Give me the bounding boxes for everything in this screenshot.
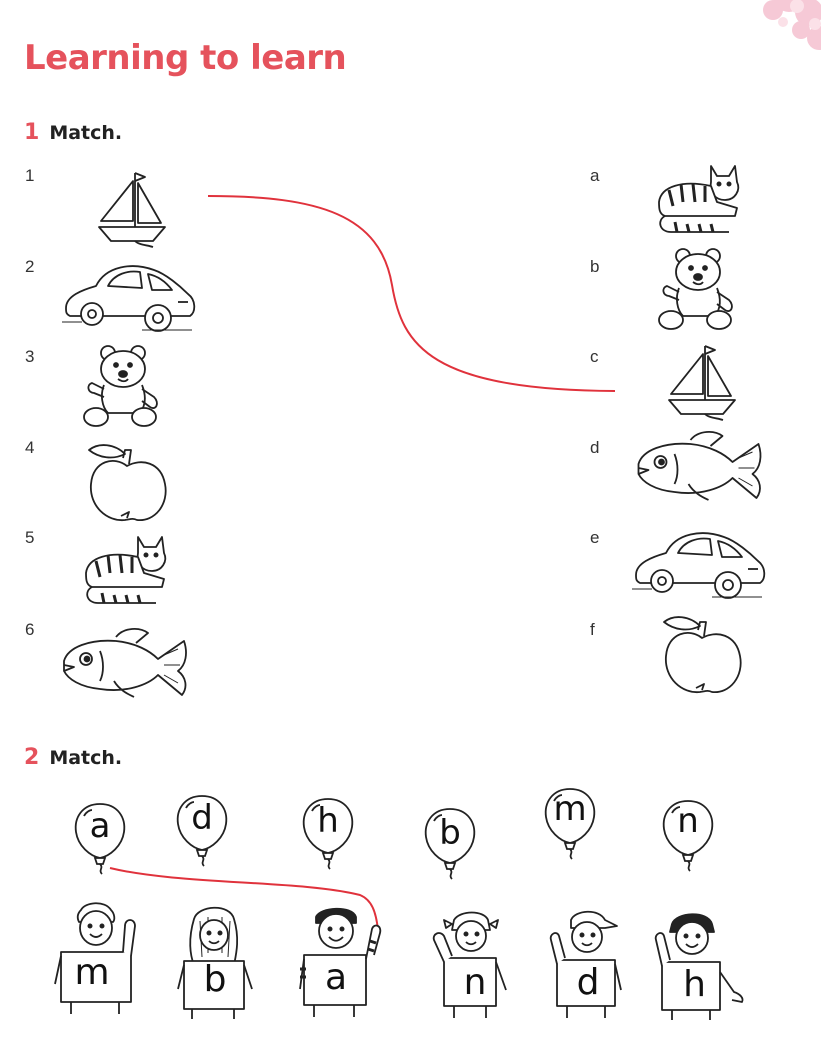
- fish-icon[interactable]: [632, 428, 767, 503]
- child-shirt-letter: m: [74, 952, 110, 993]
- left-item-number-4: 4: [25, 438, 35, 457]
- right-item-letter-b: b: [590, 257, 600, 276]
- boat-icon[interactable]: [95, 165, 170, 250]
- left-item-number-3: 3: [25, 347, 35, 366]
- right-item-letter-a: a: [590, 166, 600, 185]
- balloon-letter: n: [677, 801, 699, 841]
- exercise-2-heading: 2 Match.: [24, 745, 122, 770]
- right-item-letter-e: e: [590, 528, 600, 547]
- left-item-number-1: 1: [25, 166, 35, 185]
- child-m[interactable]: m: [54, 900, 145, 1015]
- balloon-letter: d: [191, 798, 213, 838]
- apple-icon[interactable]: [660, 612, 745, 697]
- boat-icon[interactable]: [665, 338, 740, 423]
- child-shirt-letter: b: [203, 959, 227, 1000]
- exercise-2-number: 2: [24, 745, 40, 770]
- balloon-d[interactable]: d: [172, 792, 232, 867]
- left-item-number-6: 6: [25, 620, 35, 639]
- cat-icon[interactable]: [655, 162, 745, 242]
- exercise-2-instruction: Match.: [49, 747, 123, 769]
- child-shirt-letter: d: [576, 962, 600, 1003]
- exercise-1-heading: 1 Match.: [24, 120, 122, 145]
- teddy-bear-icon[interactable]: [80, 345, 165, 430]
- child-shirt-letter: a: [324, 957, 348, 998]
- right-item-letter-f: f: [590, 620, 595, 639]
- fish-icon[interactable]: [60, 625, 190, 700]
- left-item-number-2: 2: [25, 257, 35, 276]
- child-shirt-letter: n: [463, 962, 487, 1003]
- apple-icon[interactable]: [85, 440, 170, 525]
- balloon-letter: h: [317, 801, 339, 841]
- right-item-letter-c: c: [590, 347, 599, 366]
- car-icon[interactable]: [62, 258, 197, 333]
- balloon-letter: b: [439, 813, 461, 853]
- exercise-1-instruction: Match.: [49, 122, 123, 144]
- child-shirt-letter: h: [683, 964, 706, 1005]
- left-item-number-5: 5: [25, 528, 35, 547]
- balloon-n[interactable]: n: [658, 797, 718, 872]
- cat-icon[interactable]: [82, 533, 172, 613]
- teddy-bear-icon[interactable]: [655, 248, 740, 333]
- balloon-h[interactable]: h: [298, 795, 358, 870]
- balloon-letter: m: [553, 789, 587, 829]
- balloon-b[interactable]: b: [420, 805, 480, 880]
- car-icon[interactable]: [632, 525, 767, 600]
- exercise-1-number: 1: [24, 120, 40, 145]
- child-n[interactable]: n: [430, 910, 520, 1020]
- balloon-a[interactable]: a: [70, 800, 130, 875]
- child-d[interactable]: d: [545, 910, 635, 1020]
- right-item-letter-d: d: [590, 438, 600, 457]
- page-title: Learning to learn: [24, 38, 347, 78]
- child-a[interactable]: a: [298, 905, 388, 1020]
- balloon-m[interactable]: m: [540, 785, 600, 860]
- balloon-letter: a: [89, 806, 111, 846]
- child-h[interactable]: h: [652, 912, 747, 1022]
- flower-decoration-icon: [731, 0, 821, 74]
- child-b[interactable]: b: [172, 905, 262, 1020]
